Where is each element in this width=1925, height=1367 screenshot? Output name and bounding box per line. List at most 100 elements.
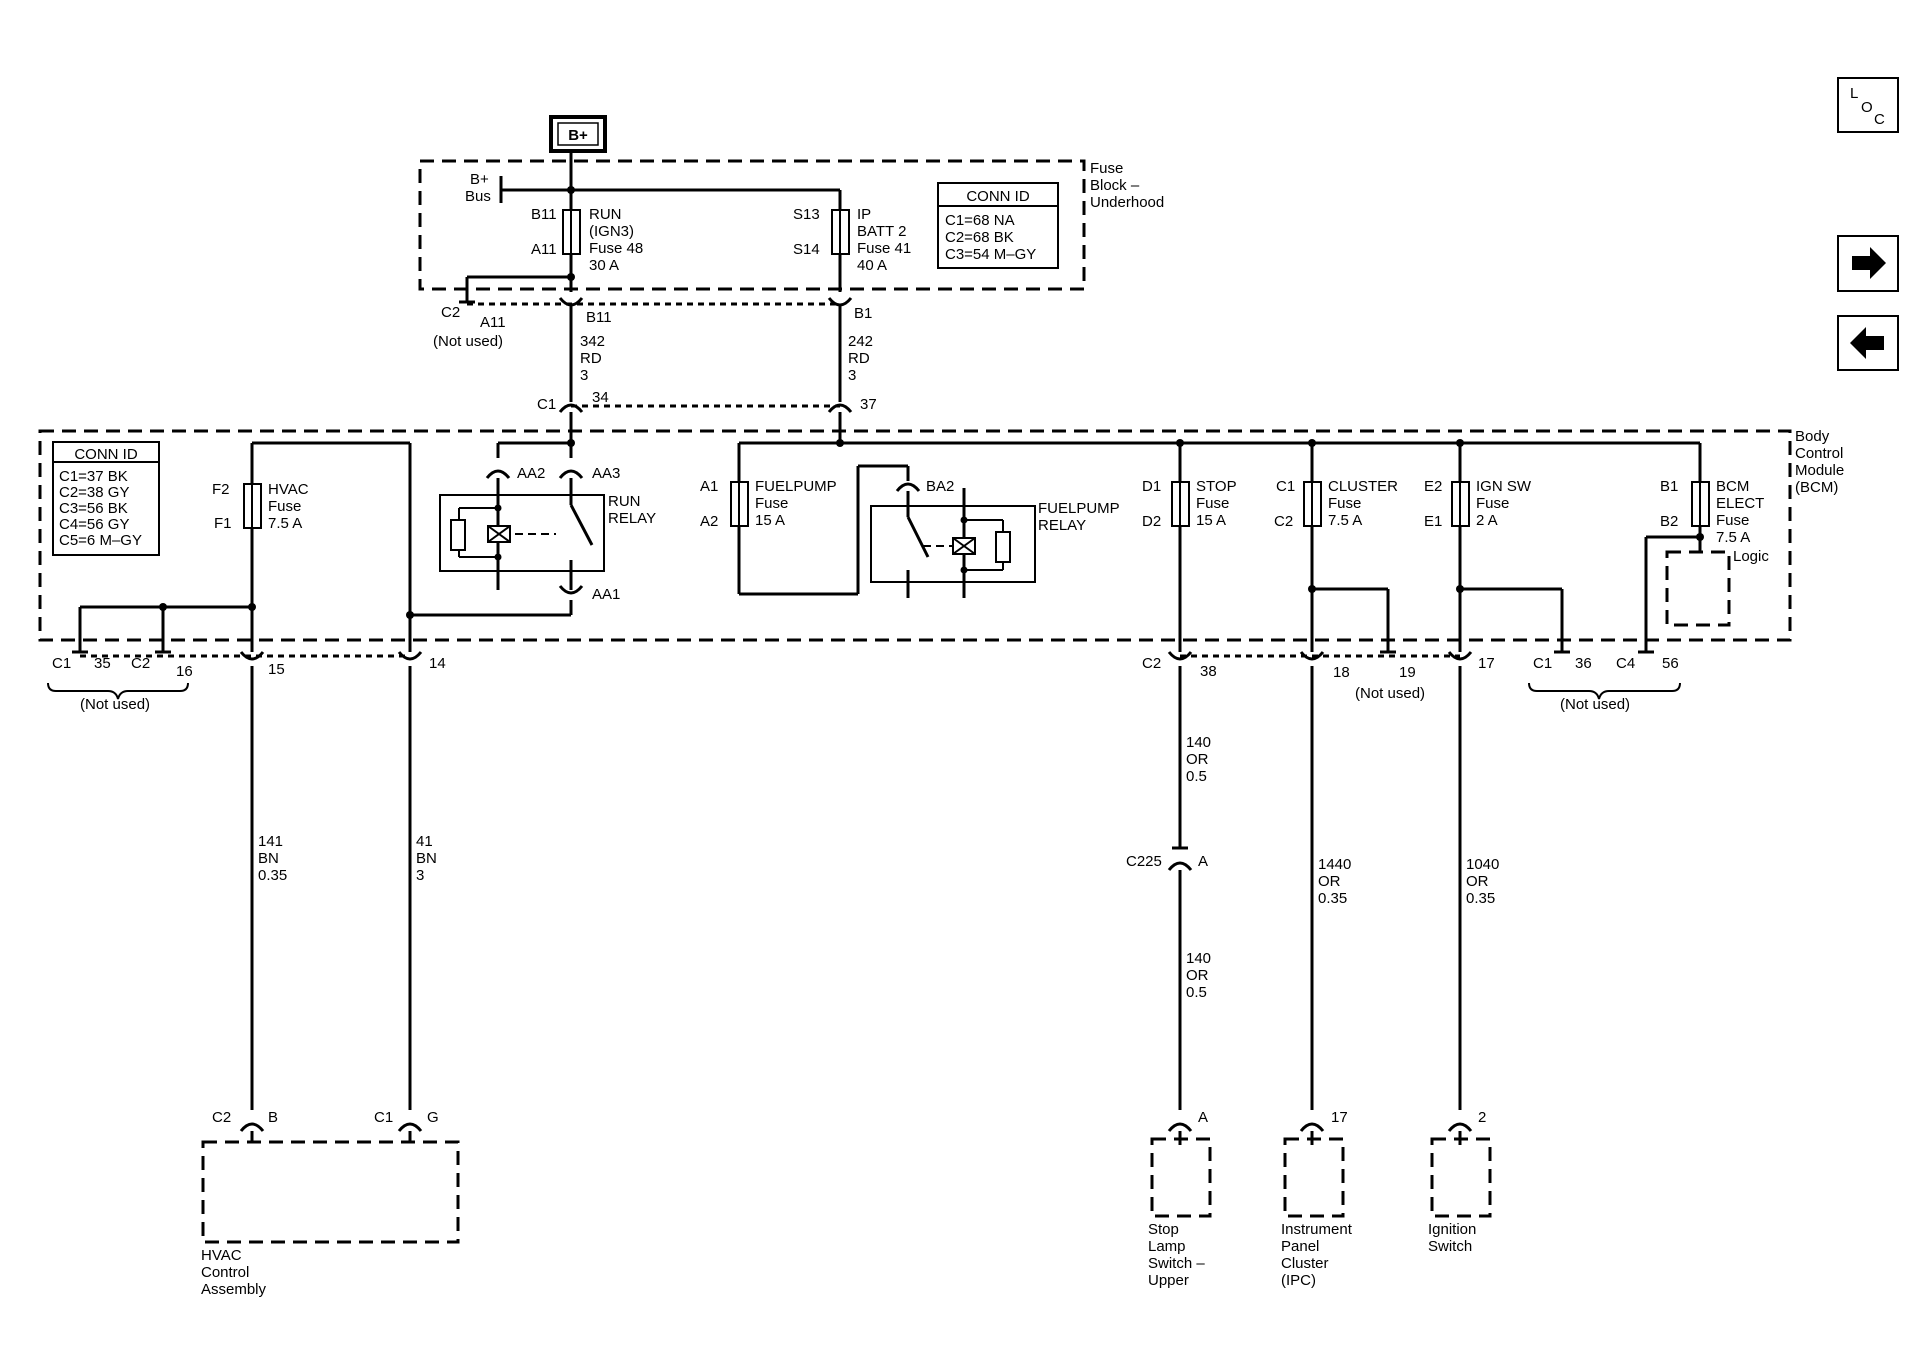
logic-label: Logic <box>1733 548 1769 565</box>
pin-label: B <box>268 1109 278 1126</box>
wire-label: 140 <box>1186 734 1211 751</box>
component-label: Control <box>201 1264 249 1281</box>
pin-label: BA2 <box>926 478 954 495</box>
relay-label: RELAY <box>608 510 656 527</box>
pin-label: 17 <box>1478 655 1495 672</box>
wire-label: 3 <box>416 867 424 884</box>
bcm-outline <box>38 429 1792 642</box>
arrow-left-icon <box>1850 327 1884 359</box>
fuse-label: Fuse <box>1328 495 1361 512</box>
pin-label: F1 <box>214 515 232 532</box>
wire-label: 1440 <box>1318 856 1351 873</box>
pin-label: E2 <box>1424 478 1442 495</box>
pin-label: A11 <box>531 241 557 258</box>
fuse-block-title-1: Fuse <box>1090 160 1123 177</box>
wire-label: OR <box>1318 873 1341 890</box>
not-used-note: (Not used) <box>1355 685 1425 702</box>
fuse-label: BCM <box>1716 478 1749 495</box>
pin-label: B1 <box>854 305 872 322</box>
pin-label: 14 <box>429 655 446 672</box>
wire-label: 141 <box>258 833 283 850</box>
pin-label: S14 <box>793 241 820 258</box>
conn-id-row: C3=56 BK <box>59 500 128 517</box>
wire-label: 0.35 <box>1466 890 1495 907</box>
next-page-button[interactable] <box>1837 235 1899 292</box>
conn-id-row: C2=38 GY <box>59 484 129 501</box>
fuse-label: Fuse <box>268 498 301 515</box>
previous-page-button[interactable] <box>1837 315 1899 371</box>
connector-label: C2 <box>1142 655 1161 672</box>
bus-label-2: Bus <box>465 188 491 205</box>
fuse-label: (IGN3) <box>589 223 634 240</box>
bcm-title: Body <box>1795 428 1830 445</box>
fuse-label: 2 A <box>1476 512 1498 529</box>
component-label: Upper <box>1148 1272 1189 1289</box>
component-label: Switch <box>1428 1238 1472 1255</box>
bcm-title: Control <box>1795 445 1843 462</box>
component-label: HVAC <box>201 1247 242 1264</box>
connector-label: C1 <box>537 396 556 413</box>
loc-o-text: O <box>1861 99 1873 116</box>
run-relay-symbol <box>439 478 605 590</box>
wire-label: BN <box>416 850 437 867</box>
battery-source: B+ <box>549 115 607 153</box>
wire-label: OR <box>1186 967 1209 984</box>
bcm-logic-block <box>1665 550 1731 627</box>
relay-label: RUN <box>608 493 641 510</box>
pin-label: C2 <box>1274 513 1293 530</box>
connector-label: C2 <box>131 655 150 672</box>
pin-label: D2 <box>1142 513 1161 530</box>
pin-label: G <box>427 1109 439 1126</box>
component-label: Stop <box>1148 1221 1179 1238</box>
not-used-note: (Not used) <box>1560 696 1630 713</box>
wire-label: RD <box>848 350 870 367</box>
wire-label: 0.35 <box>258 867 287 884</box>
wire-label: 0.5 <box>1186 768 1207 785</box>
conn-id-row: C3=54 M–GY <box>945 246 1036 263</box>
wire-label: 1040 <box>1466 856 1499 873</box>
pin-label: 35 <box>94 655 111 672</box>
hvac-control-assembly <box>201 1140 460 1244</box>
component-label: Switch – <box>1148 1255 1205 1272</box>
fuse-label: Fuse 48 <box>589 240 643 257</box>
fuse-label: CLUSTER <box>1328 478 1398 495</box>
pin-label: B1 <box>1660 478 1678 495</box>
pin-label: A1 <box>700 478 718 495</box>
pin-label: 15 <box>268 661 285 678</box>
component-label: Cluster <box>1281 1255 1329 1272</box>
connector-label: C1 <box>374 1109 393 1126</box>
fuse-label: 7.5 A <box>1328 512 1362 529</box>
wire-label: 242 <box>848 333 873 350</box>
fuse-block-title-2: Block – <box>1090 177 1140 194</box>
fuse-label: Fuse <box>1716 512 1749 529</box>
fuse-label: Fuse <box>1476 495 1509 512</box>
component-label: Lamp <box>1148 1238 1186 1255</box>
fuse-label: 40 A <box>857 257 887 274</box>
wire-label: 3 <box>848 367 856 384</box>
stop-lamp-switch <box>1150 1137 1212 1218</box>
pin-label: A11 <box>480 314 506 331</box>
conn-id-row: C4=56 GY <box>59 516 129 533</box>
fuse-label: HVAC <box>268 481 309 498</box>
pin-label: B11 <box>586 309 612 326</box>
connector-label: C2 <box>212 1109 231 1126</box>
fuse-label: RUN <box>589 206 622 223</box>
wire-label: OR <box>1186 751 1209 768</box>
pin-label: A <box>1198 853 1208 870</box>
pin-label: 17 <box>1331 1109 1348 1126</box>
pin-label: AA3 <box>592 465 620 482</box>
fuse-label: STOP <box>1196 478 1237 495</box>
pin-label: 34 <box>592 389 609 406</box>
loc-l-text: L <box>1850 85 1858 102</box>
fuse-label: 7.5 A <box>268 515 302 532</box>
pin-label: AA1 <box>592 586 620 603</box>
wire-label: RD <box>580 350 602 367</box>
not-used-note: (Not used) <box>433 333 503 350</box>
pin-label: 19 <box>1399 664 1416 681</box>
location-button[interactable]: L O C <box>1837 77 1899 133</box>
pin-label: 38 <box>1200 663 1217 680</box>
not-used-note: (Not used) <box>80 696 150 713</box>
loc-c-text: C <box>1874 111 1885 128</box>
wire-label: OR <box>1466 873 1489 890</box>
